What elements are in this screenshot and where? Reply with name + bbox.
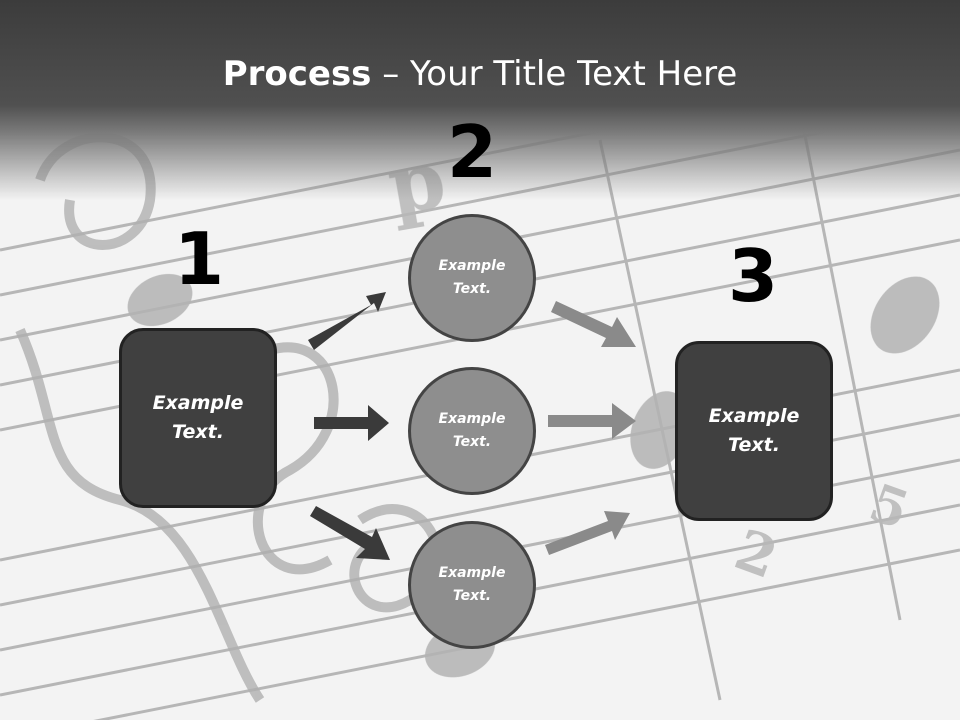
- circle-bottom-text: Example Text.: [438, 565, 506, 604]
- title-rest: – Your Title Text Here: [371, 54, 738, 94]
- arrow-box-to-bottom-circle: [310, 506, 390, 560]
- step-1-text: Example Text.: [152, 392, 244, 443]
- step-1-box: Example Text.: [119, 328, 277, 508]
- step-2-circle-bottom: Example Text.: [408, 521, 536, 649]
- arrow-top-circle-to-box: [551, 301, 636, 347]
- arrow-bottom-circle-to-box: [545, 511, 630, 555]
- arrow-box-to-top-circle: [308, 292, 386, 350]
- step-2-circle-top: Example Text.: [408, 214, 536, 342]
- circle-middle-text: Example Text.: [438, 411, 506, 450]
- arrow-box-to-middle-circle: [314, 405, 389, 441]
- step-number-1: 1: [173, 217, 225, 301]
- step-3-text: Example Text.: [708, 405, 800, 456]
- arrow-middle-circle-to-box: [548, 403, 636, 439]
- step-3-box: Example Text.: [675, 341, 833, 521]
- step-2-circle-middle: Example Text.: [408, 367, 536, 495]
- title-bar: [0, 0, 960, 200]
- circle-top-text: Example Text.: [438, 258, 506, 297]
- step-number-2: 2: [446, 110, 498, 194]
- title-bold: Process: [222, 54, 372, 94]
- slide-title: Process – Your Title Text Here: [0, 52, 960, 96]
- step-number-3: 3: [727, 234, 779, 318]
